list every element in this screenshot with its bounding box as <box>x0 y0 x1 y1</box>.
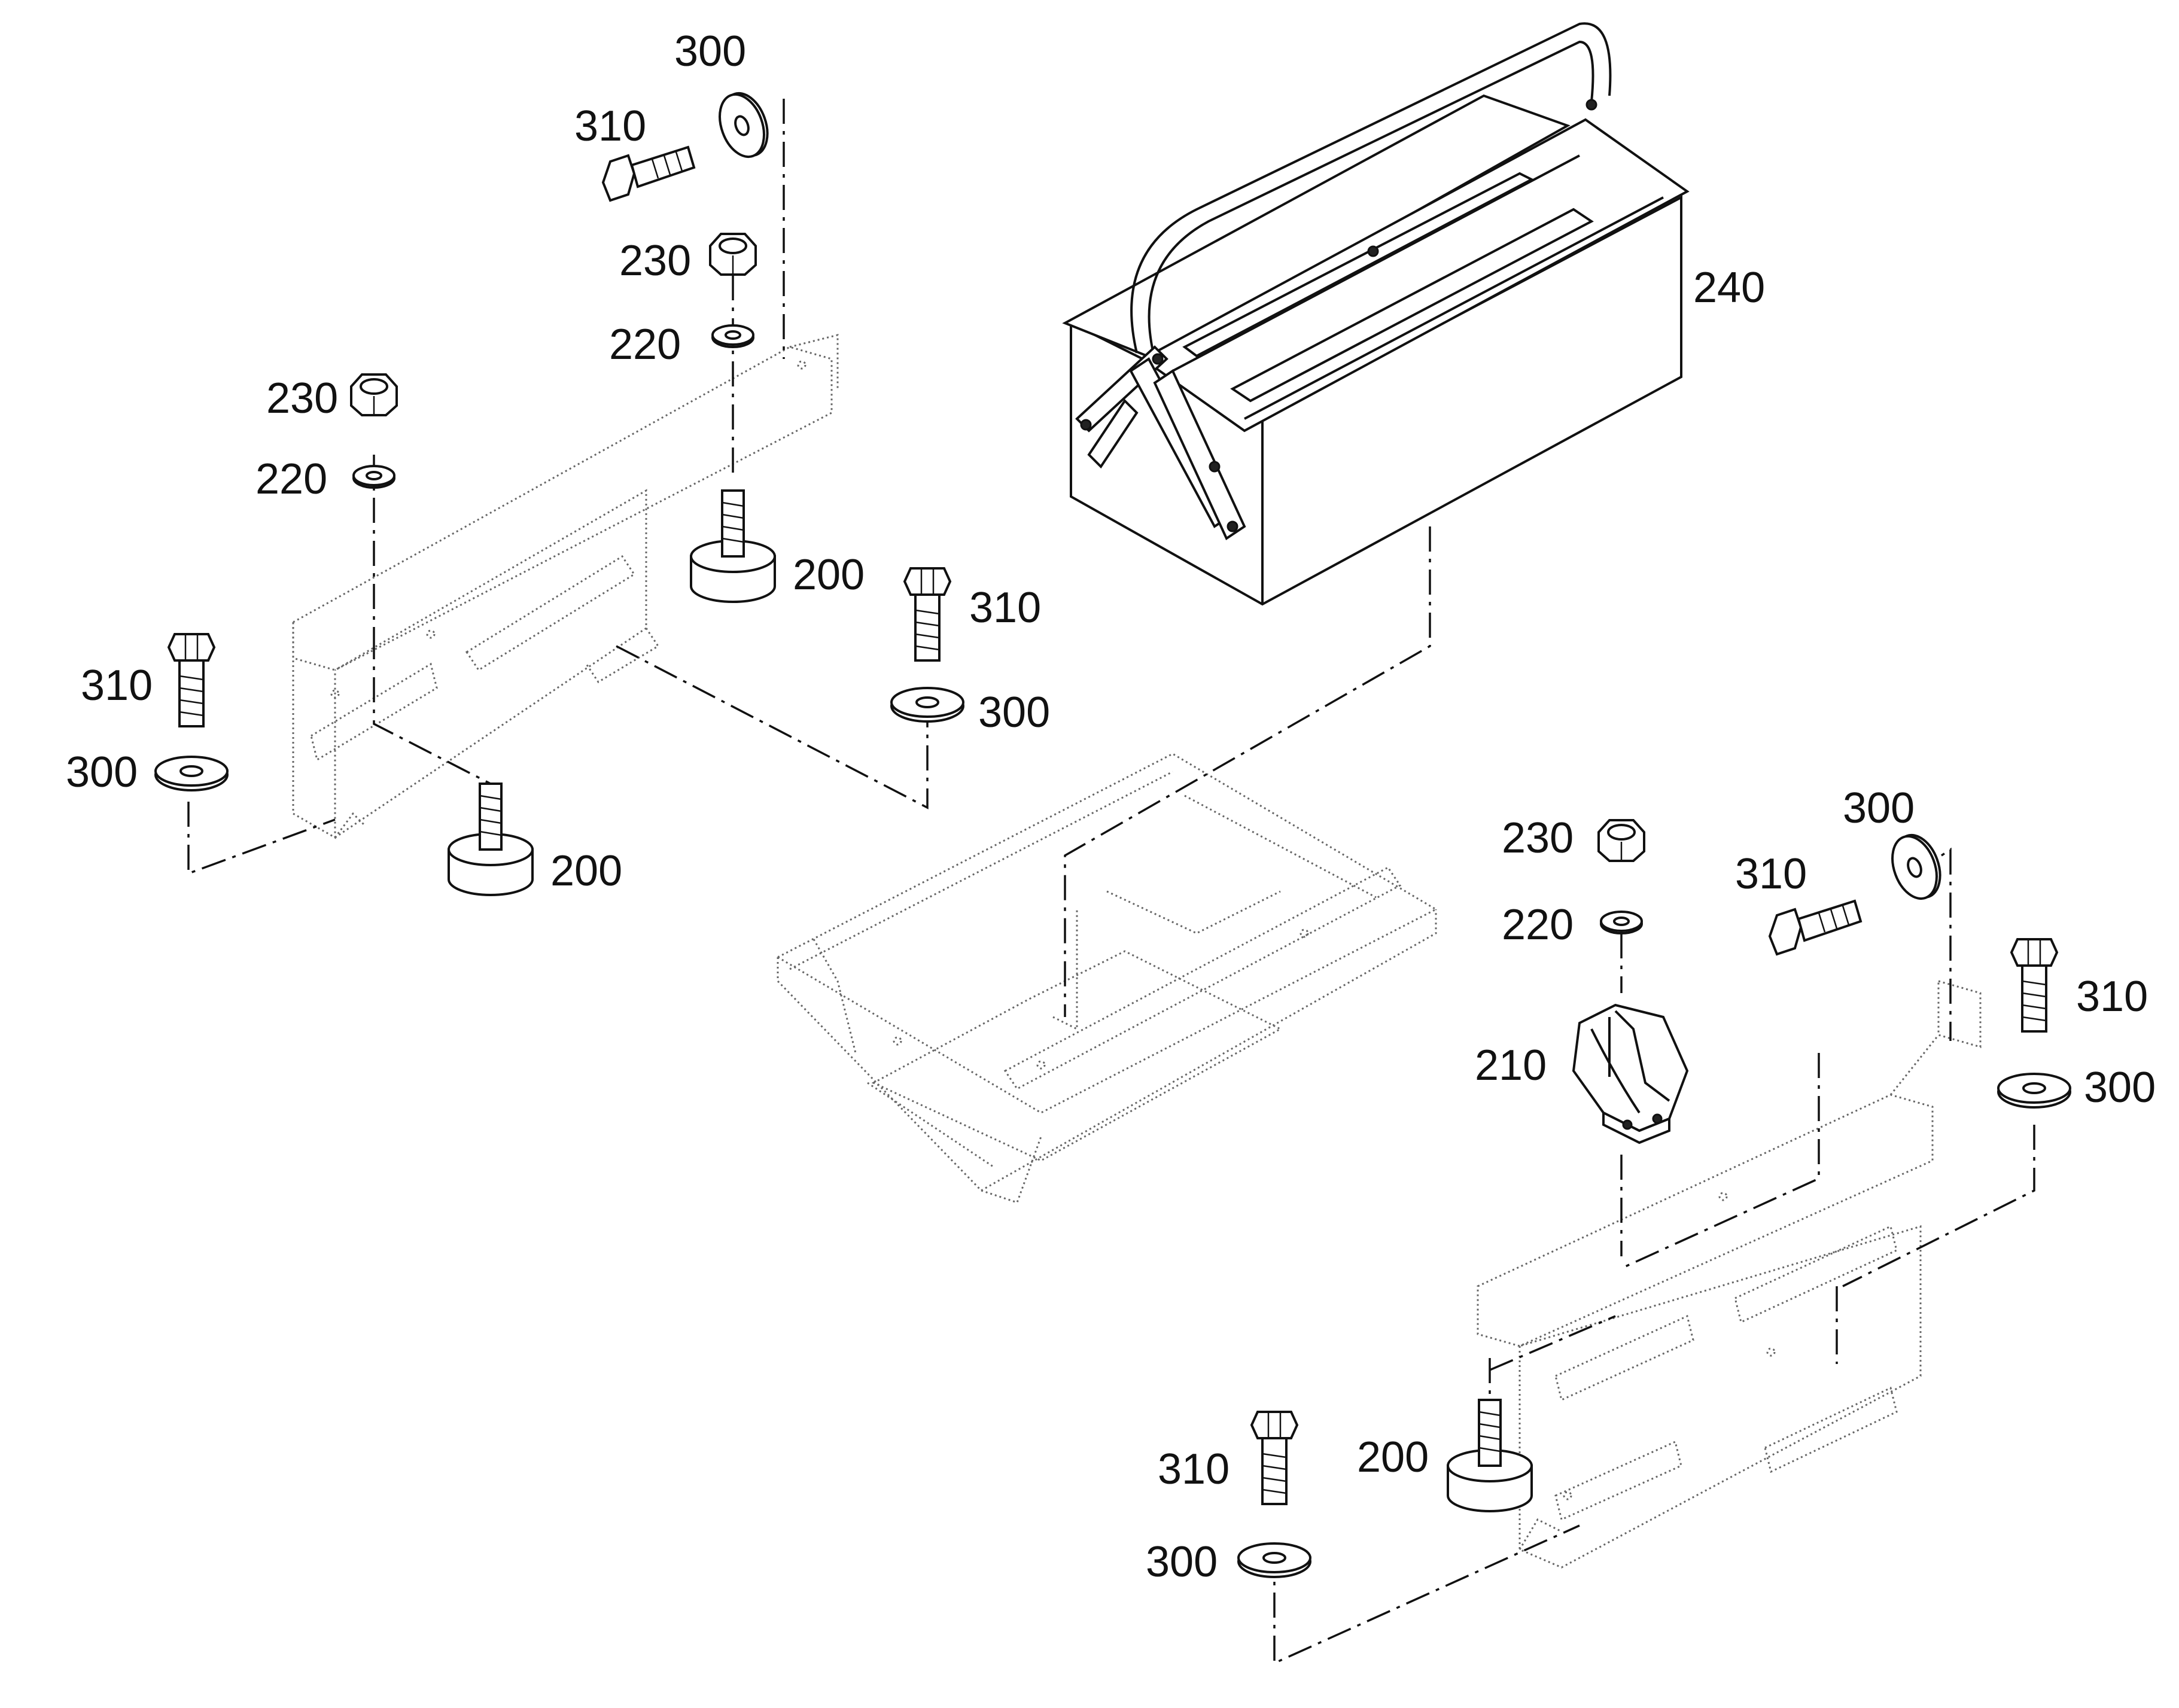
center-frame <box>775 753 1438 1204</box>
label-230-c: 230 <box>1502 814 1574 862</box>
washer-300-c <box>154 756 229 791</box>
nut-230-a <box>709 233 757 276</box>
toolbox-240 <box>1062 22 1690 606</box>
left-bracket <box>292 334 839 839</box>
bolt-310-e <box>2010 938 2058 1033</box>
washer-300-b <box>890 687 964 723</box>
bolt-310-d <box>1769 900 1862 955</box>
label-200-c: 200 <box>1357 1433 1429 1481</box>
nut-230-c <box>1597 819 1645 862</box>
bolt-310-f <box>1250 1411 1298 1505</box>
label-230-a: 230 <box>619 237 691 285</box>
washer-300-d <box>1883 827 1950 906</box>
label-220-b: 220 <box>255 455 327 503</box>
label-310-a: 310 <box>574 102 646 150</box>
label-300-d: 300 <box>1843 784 1915 832</box>
label-240: 240 <box>1693 264 1765 312</box>
bolt-310-c <box>168 633 215 727</box>
washer-300-e <box>1997 1073 2071 1109</box>
label-300-f: 300 <box>1146 1538 1218 1586</box>
foot-200-c <box>1447 1399 1533 1512</box>
nut-230-b <box>350 373 398 416</box>
label-310-d: 310 <box>1735 850 1807 898</box>
label-200-a: 200 <box>793 551 865 599</box>
label-300-e: 300 <box>2084 1064 2156 1112</box>
clamp-210 <box>1572 1003 1689 1144</box>
label-220-a: 220 <box>609 321 681 369</box>
label-310-c: 310 <box>81 662 153 710</box>
washer-300-a <box>710 86 777 165</box>
washer-220-a <box>711 324 754 348</box>
label-310-b: 310 <box>969 584 1041 632</box>
label-300-a: 300 <box>674 28 746 75</box>
label-300-b: 300 <box>978 689 1050 736</box>
label-220-c: 220 <box>1502 901 1574 949</box>
label-310-f: 310 <box>1158 1445 1230 1493</box>
bolt-310-a <box>602 146 695 202</box>
label-200-b: 200 <box>550 847 622 895</box>
label-230-b: 230 <box>266 375 338 422</box>
callout-labels: 300 310 230 220 230 220 200 310 300 310 … <box>66 28 2156 1586</box>
washer-220-b <box>352 465 395 489</box>
label-300-c: 300 <box>66 748 138 796</box>
right-bracket <box>1477 980 1982 1569</box>
center-lines <box>187 99 2035 1665</box>
foot-200-b <box>448 783 534 896</box>
foot-200-a <box>690 489 776 603</box>
washer-300-f <box>1237 1542 1311 1578</box>
label-310-e: 310 <box>2076 973 2148 1021</box>
washer-220-c <box>1600 911 1643 934</box>
label-210: 210 <box>1475 1042 1547 1089</box>
bolt-310-b <box>903 567 951 662</box>
